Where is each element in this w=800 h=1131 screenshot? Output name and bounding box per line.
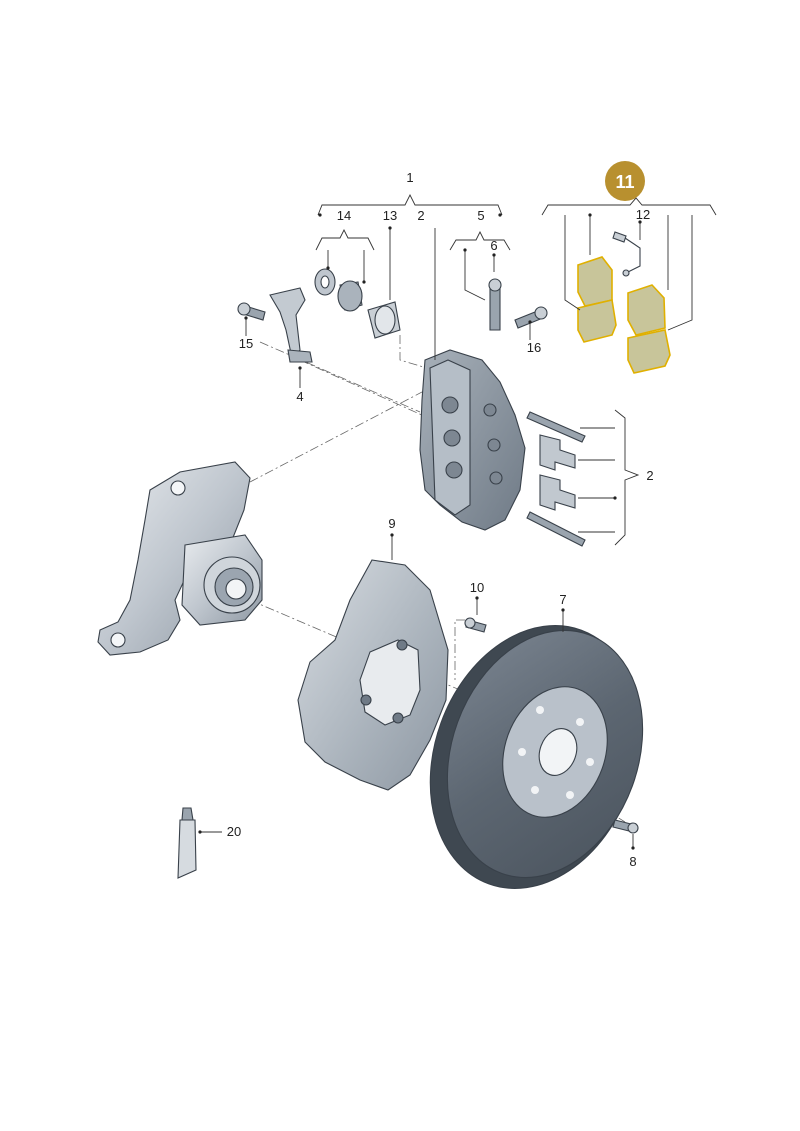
leader-dots (198, 213, 642, 850)
callout-5: 5 (477, 208, 484, 223)
callout-2-right: 2 (646, 468, 653, 483)
callout-15: 15 (239, 336, 253, 351)
guide-bushings (314, 268, 401, 339)
grease-tube (177, 807, 197, 879)
callout-4: 4 (296, 389, 303, 404)
steering-knuckle (97, 461, 263, 656)
callout-1: 1 (406, 170, 413, 185)
callout-13: 13 (383, 208, 397, 223)
callout-6: 6 (490, 238, 497, 253)
bolts (237, 278, 639, 834)
callout-16: 16 (527, 340, 541, 355)
callout-10: 10 (470, 580, 484, 595)
callout-20: 20 (227, 824, 241, 839)
caliper-pin-set (526, 411, 586, 547)
callout-12: 12 (636, 207, 650, 222)
callout-2-top: 2 (417, 208, 424, 223)
callout-11: 11 (615, 172, 634, 192)
highlight-badge: 11 (605, 161, 645, 201)
brake-caliper (419, 349, 526, 531)
bracket (269, 287, 313, 363)
leader-lines (200, 193, 717, 848)
wear-sensor (612, 231, 641, 277)
callout-7: 7 (559, 592, 566, 607)
badge-circle (605, 161, 645, 201)
brake-disc (429, 625, 644, 889)
callout-8: 8 (629, 854, 636, 869)
callout-9: 9 (388, 516, 395, 531)
brake-pad-set (577, 256, 671, 374)
callout-14: 14 (337, 208, 351, 223)
callout-labels: 1 14 13 2 5 6 12 15 16 4 2 9 10 7 8 20 (227, 170, 654, 869)
brake-shield (297, 559, 449, 791)
